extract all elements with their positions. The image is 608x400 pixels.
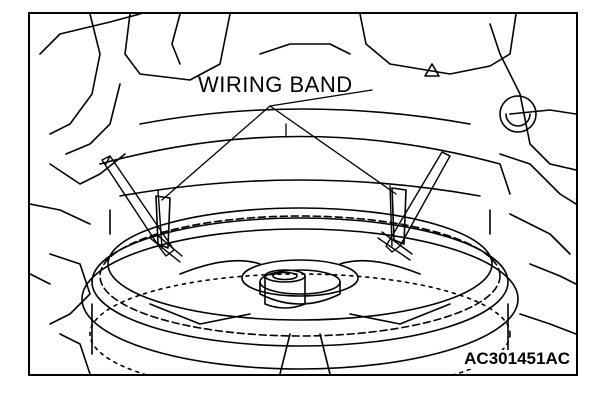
- cam-sprocket-icon: [81, 207, 519, 374]
- wiring-band-icon: [101, 151, 451, 263]
- warning-triangle-icon: [424, 63, 440, 77]
- wiring-band-label: WIRING BAND: [198, 72, 353, 97]
- diagram-frame: WIRING BAND AC301451AC: [28, 12, 578, 376]
- figure-code: AC301451AC: [462, 349, 572, 369]
- engine-illustration: [30, 14, 576, 374]
- callout-leader-lines: [161, 89, 397, 201]
